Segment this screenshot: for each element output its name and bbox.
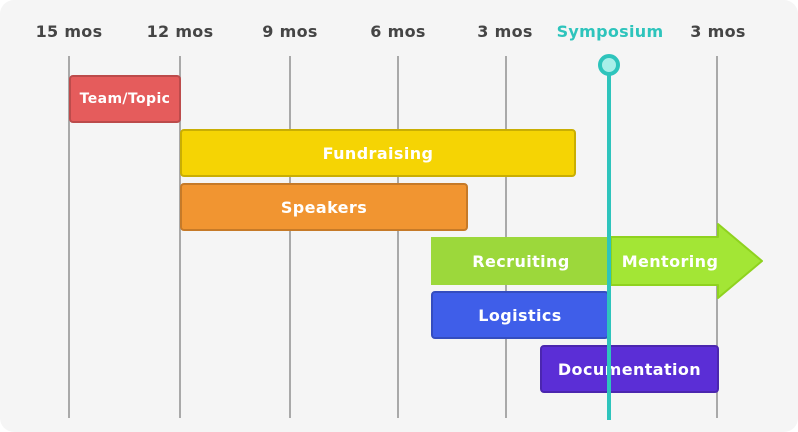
mentoring-arrow-segment	[610, 223, 763, 299]
gridline-15-mos	[68, 56, 70, 418]
tick-label-3-mos: 3 mos	[477, 22, 533, 41]
task-label-team-topic: Team/Topic	[79, 91, 171, 107]
tick-label-symposium: Symposium	[556, 22, 664, 41]
task-label-logistics: Logistics	[478, 305, 562, 325]
task-label-recruiting: Recruiting	[472, 251, 570, 271]
tick-label-6-mos: 6 mos	[370, 22, 426, 41]
task-label-speakers: Speakers	[280, 197, 368, 217]
task-bar-documentation: Documentation	[540, 345, 719, 393]
gridline-9-mos	[289, 56, 291, 418]
tick-label-12-mos: 12 mos	[146, 22, 214, 41]
tick-label-3-mos-after: 3 mos	[690, 22, 746, 41]
symposium-marker-line	[607, 64, 611, 420]
task-label-fundraising: Fundraising	[322, 143, 434, 163]
task-label-documentation: Documentation	[557, 359, 702, 379]
tick-label-9-mos: 9 mos	[262, 22, 318, 41]
task-label-mentoring: Mentoring	[621, 251, 719, 271]
tick-label-15-mos: 15 mos	[35, 22, 103, 41]
gridline-6-mos	[397, 56, 399, 418]
task-bar-logistics: Logistics	[431, 291, 609, 339]
task-bar-team-topic: Team/Topic	[69, 75, 181, 123]
recruiting-segment	[431, 237, 611, 285]
task-bar-speakers: Speakers	[180, 183, 468, 231]
task-bar-fundraising: Fundraising	[180, 129, 576, 177]
symposium-marker-dot	[598, 54, 620, 76]
gridline-12-mos	[179, 56, 181, 418]
